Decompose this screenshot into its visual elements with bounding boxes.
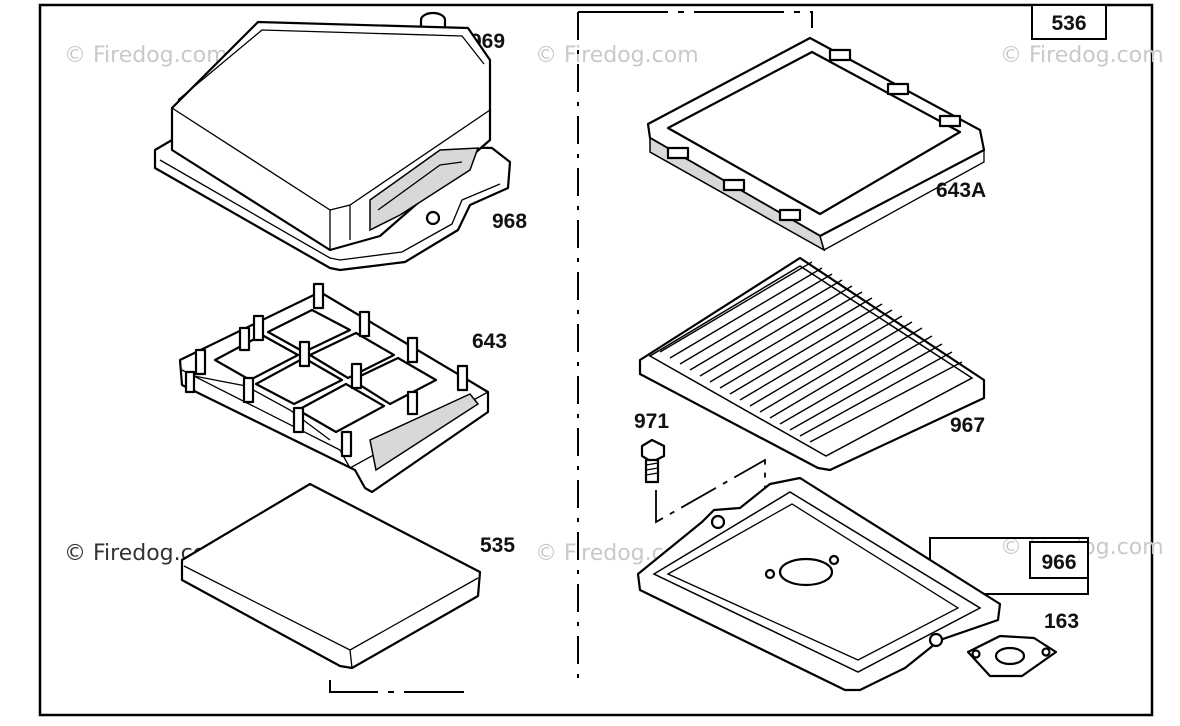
part-label-967: 967 [950, 414, 985, 437]
part-label-535: 535 [480, 534, 515, 557]
part-535-pre-cleaner-pad [180, 482, 482, 670]
part-968-air-cleaner-cover [153, 20, 512, 272]
ref-box-966 [1029, 541, 1089, 579]
part-label-643: 643 [472, 330, 507, 353]
watermark: © Firedog.com [535, 43, 699, 68]
part-label-643a: 643A [936, 179, 986, 202]
watermark: © Firedog.com [64, 43, 228, 68]
part-label-968: 968 [492, 210, 527, 233]
part-966-air-cleaner-base: 966 [636, 476, 1089, 692]
part-967-paper-filter [638, 256, 986, 472]
part-label-163: 163 [1044, 610, 1079, 633]
diagram-frame [38, 3, 1154, 717]
ref-966-label: 966 [1041, 551, 1076, 574]
part-label-971: 971 [634, 410, 669, 433]
part-643a-filter-gasket [646, 36, 986, 252]
part-643-filter-support-grid [178, 282, 490, 494]
part-163-gasket [966, 634, 1058, 678]
watermark: © Firedog.com [1000, 43, 1164, 68]
part-971-bolt [640, 438, 666, 484]
ref-536-label: 536 [1051, 12, 1086, 35]
ref-box-536: 536 [1031, 4, 1107, 40]
